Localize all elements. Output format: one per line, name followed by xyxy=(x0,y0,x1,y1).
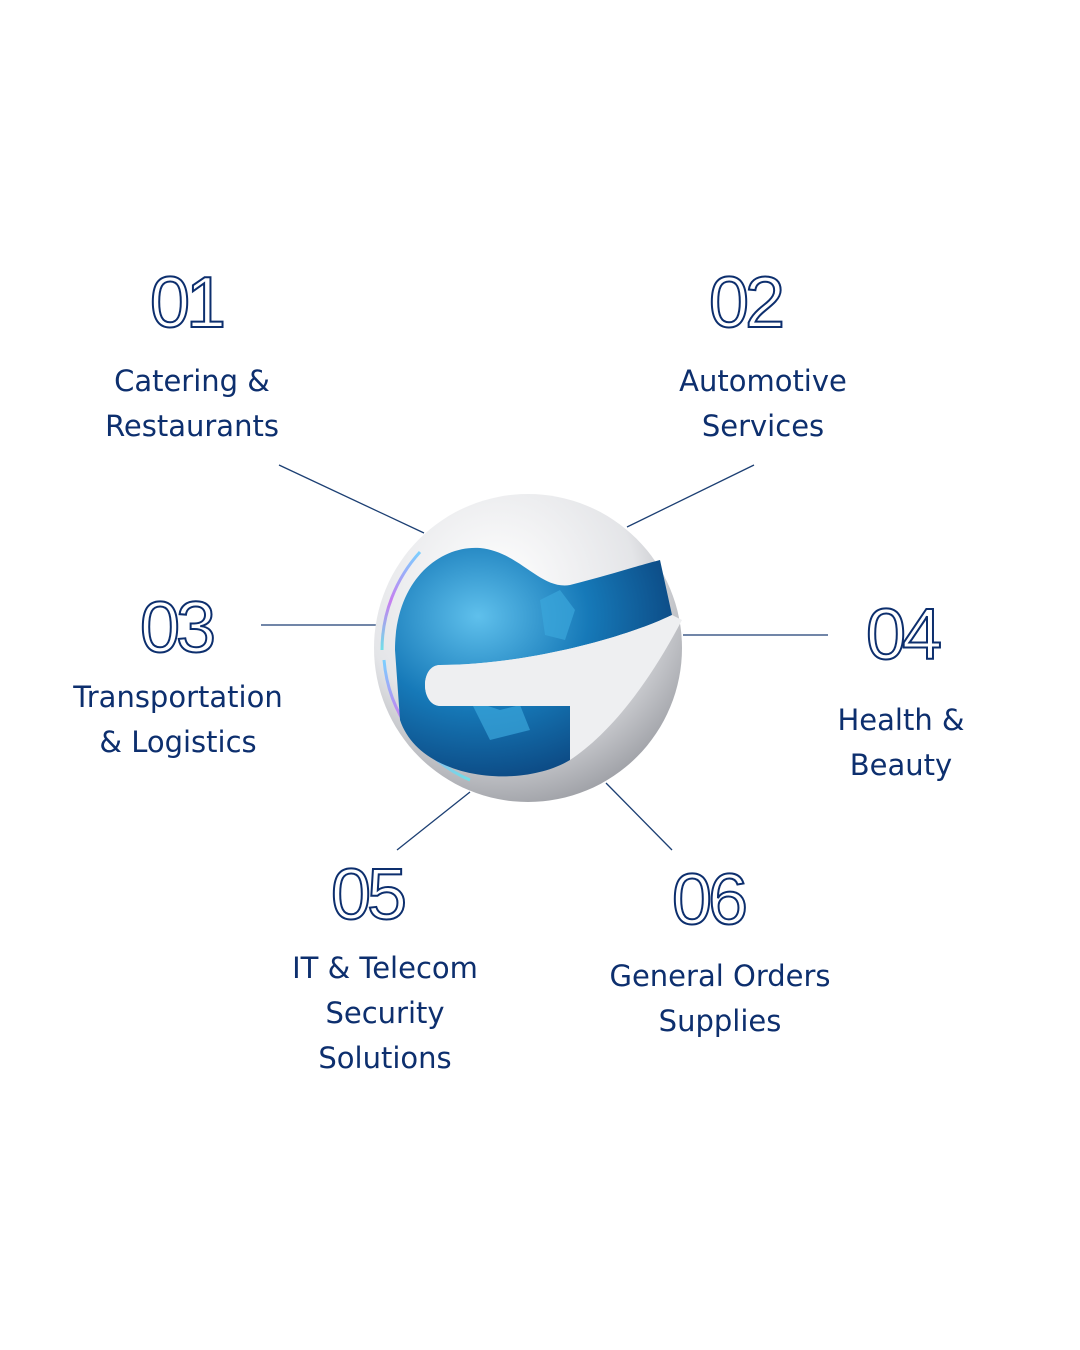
item-label-line: Security xyxy=(325,996,445,1030)
item-number-02: 02 xyxy=(708,263,786,343)
item-label-line: Catering & xyxy=(114,364,270,398)
item-number-01: 01 xyxy=(149,263,227,343)
item-label-line: Supplies xyxy=(658,1004,782,1038)
item-label-01: Catering & Restaurants xyxy=(105,359,279,449)
connector-line-05 xyxy=(396,791,471,851)
globe-logo-icon xyxy=(374,494,682,802)
item-label-line: General Orders xyxy=(609,959,831,993)
item-label-line: Beauty xyxy=(849,748,953,782)
item-label-06: General Orders Supplies xyxy=(609,954,830,1044)
item-label-line: Services xyxy=(701,409,825,443)
connector-line-06 xyxy=(605,782,673,851)
item-label-line: Health & xyxy=(837,703,965,737)
connector-line-01 xyxy=(278,464,425,534)
item-number-03: 03 xyxy=(139,588,217,668)
item-label-line: Automotive xyxy=(679,364,847,398)
item-label-05: IT & Telecom Security Solutions xyxy=(292,946,478,1081)
item-number-04: 04 xyxy=(865,595,943,675)
connector-line-02 xyxy=(626,464,755,528)
item-label-line: & Logistics xyxy=(99,725,257,759)
item-label-line: Transportation xyxy=(73,680,283,714)
item-label-line: IT & Telecom xyxy=(292,951,478,985)
item-label-04: Health & Beauty xyxy=(837,698,964,788)
connector-lines xyxy=(261,464,828,851)
item-label-02: Automotive Services xyxy=(679,359,847,449)
item-label-line: Solutions xyxy=(318,1041,452,1075)
item-number-06: 06 xyxy=(671,860,749,940)
item-number-05: 05 xyxy=(330,855,408,935)
item-label-line: Restaurants xyxy=(105,409,279,443)
item-label-03: Transportation & Logistics xyxy=(73,675,282,765)
